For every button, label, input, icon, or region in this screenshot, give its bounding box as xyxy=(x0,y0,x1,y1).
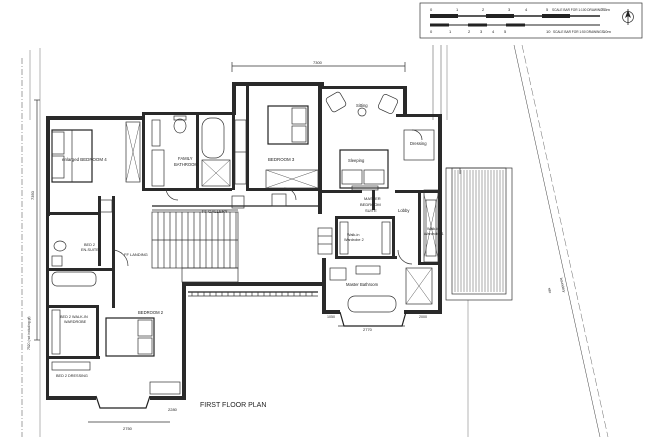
dimension-bath-left: 1050 xyxy=(327,315,335,319)
scale-caption-bottom: SCALE BAR FOR 1:50 DRAWINGS xyxy=(553,30,604,34)
room-label-ff-landing: FF LANDING xyxy=(124,252,148,257)
room-label-family-bathroom-line2: BATHROOM xyxy=(174,162,198,167)
room-label-dressing: Dressing xyxy=(410,141,427,146)
room-label-walkin1-line1: Walk-in xyxy=(427,227,440,231)
scale-tick-bottom-2: 2 xyxy=(468,29,471,34)
scale-tick-top-4: 4 xyxy=(525,7,528,12)
scale-tick-top-1: 1 xyxy=(456,7,459,12)
room-labels: enlarged BEDROOM 4 FAMILY BATHROOM BEDRO… xyxy=(56,103,444,378)
scale-tick-bottom-1: 1 xyxy=(449,29,452,34)
room-label-sitting: Sitting xyxy=(356,103,368,108)
scale-tick-top-5: 5 xyxy=(546,7,549,12)
room-label-master-suite-line3: SUITE xyxy=(365,208,377,213)
dimension-bath-right: 2000 xyxy=(419,315,427,319)
room-label-bed2-walkin-line2: WARDROBE xyxy=(64,320,87,324)
room-label-lobby: Lobby xyxy=(398,208,410,213)
scale-caption-top: SCALE BAR FOR 1:100 DRAWINGS xyxy=(552,8,605,12)
dimension-bottom-left: 2750 xyxy=(123,426,133,431)
room-label-walkin1-line2: Wardrobe 1 xyxy=(424,232,444,236)
scale-tick-bottom-5: 5 xyxy=(504,29,507,34)
boundary-note-2: site xyxy=(547,287,552,293)
room-label-bedroom4: enlarged BEDROOM 4 xyxy=(62,157,107,162)
gallery-balustrade xyxy=(152,205,318,297)
scale-tick-bottom-0: 0 xyxy=(430,29,433,34)
balcony-deck xyxy=(423,167,513,301)
room-label-bed2-ensuite-line2: EN-SUITE xyxy=(81,248,99,252)
scale-bar xyxy=(419,2,643,39)
scale-start-bottom: 10 xyxy=(546,29,551,34)
external-walls xyxy=(46,82,442,400)
room-label-master-bathroom: Master Bathroom xyxy=(346,282,379,287)
room-label-bed2-walkin-line1: BED 2 WALK-IN xyxy=(60,315,88,319)
plan-title: FIRST FLOOR PLAN xyxy=(200,402,266,409)
internal-walls xyxy=(46,86,442,359)
room-label-bed2-dressing: BED 2 DRESSING xyxy=(56,374,88,378)
dimension-bottom-step: 2280 xyxy=(168,407,178,412)
staircase xyxy=(151,211,333,283)
boundary-note-1: boundary xyxy=(559,277,566,293)
site-boundary-lines xyxy=(21,44,609,437)
dimension-left-note: 7520 (not including gf) xyxy=(27,316,31,350)
room-label-bedroom2: BEDROOM 2 xyxy=(138,310,164,315)
scale-end-bottom: 10m xyxy=(603,29,611,34)
scale-tick-top-0: 0 xyxy=(430,7,433,12)
room-label-sleeping: Sleeping xyxy=(348,158,365,163)
furniture xyxy=(51,91,437,409)
scale-tick-bottom-4: 4 xyxy=(492,29,495,34)
room-label-family-bathroom-line1: FAMILY xyxy=(178,156,193,161)
dimension-bath-width: 2770 xyxy=(363,327,373,332)
room-label-ff-gallery: FF GALLERY xyxy=(202,209,228,214)
room-label-master-suite-line1: MASTER xyxy=(364,196,381,201)
room-label-walkin2-line2: Wardrobe 2 xyxy=(344,238,364,242)
dimension-top: 7300 xyxy=(313,60,323,65)
scale-tick-top-2: 2 xyxy=(482,7,485,12)
room-label-bedroom3: BEDROOM 3 xyxy=(268,157,295,162)
scale-tick-bottom-3: 3 xyxy=(480,29,483,34)
dimension-left: 7350 xyxy=(30,190,35,200)
room-label-bed2-ensuite-line1: BED 2 xyxy=(84,243,95,247)
room-label-walkin2-line1: Walk-in xyxy=(347,233,360,237)
scale-tick-top-3: 3 xyxy=(508,7,511,12)
room-label-master-suite-line2: BEDROOM xyxy=(360,202,381,207)
scale-end-top: 7.5m xyxy=(601,7,611,12)
